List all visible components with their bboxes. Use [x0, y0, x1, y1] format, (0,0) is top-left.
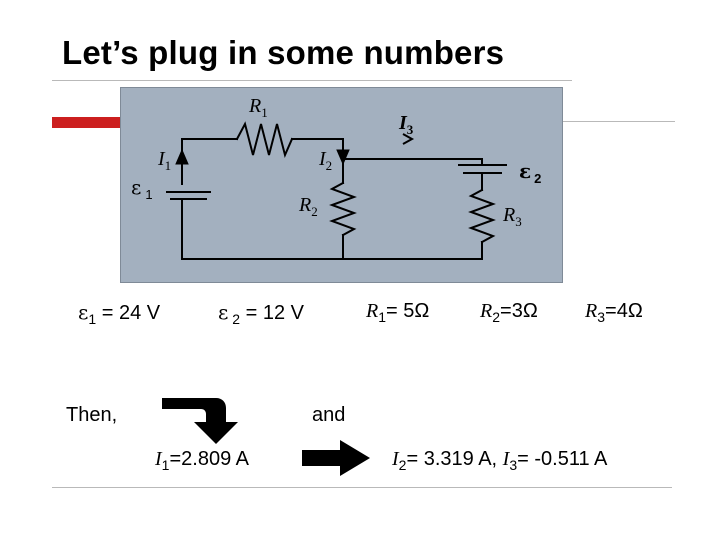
label-i3: I3	[399, 112, 414, 137]
param-r1: R1= 5Ω	[366, 300, 430, 325]
right-rule	[563, 121, 675, 122]
result-i2-i3: I2= 3.319 A, I3= -0.511 A	[392, 448, 608, 473]
resistor-r2	[329, 181, 357, 237]
circuit-diagram	[166, 121, 507, 260]
red-accent-bar	[52, 117, 126, 128]
param-emf2: ε 2 = 12 V	[218, 300, 304, 327]
resistor-r1	[235, 121, 294, 159]
slide-title: Let’s plug in some numbers	[62, 34, 505, 71]
right-arrow-icon	[302, 440, 370, 476]
arrow-i3-head	[402, 133, 415, 145]
label-r3: R3	[503, 204, 522, 229]
bottom-rule	[52, 487, 672, 488]
param-r2: R2=3Ω	[480, 300, 538, 325]
label-i2: I2	[319, 148, 333, 173]
curved-arrow-icon	[162, 398, 238, 444]
then-label: Then,	[66, 404, 118, 426]
wire-left-top	[181, 138, 238, 185]
param-emf1: ε1 = 24 V	[78, 300, 161, 327]
result-i1: I1=2.809 A	[155, 448, 249, 473]
top-rule	[52, 80, 572, 81]
arrow-i2-head	[336, 149, 350, 166]
arrow-i1-head	[175, 148, 189, 165]
label-i1: I1	[158, 148, 172, 173]
param-r3: R3=4Ω	[585, 300, 643, 325]
label-r2: R2	[299, 194, 318, 219]
and-label: and	[312, 404, 346, 426]
resistor-r3	[468, 188, 496, 244]
label-r1: R1	[249, 95, 268, 120]
